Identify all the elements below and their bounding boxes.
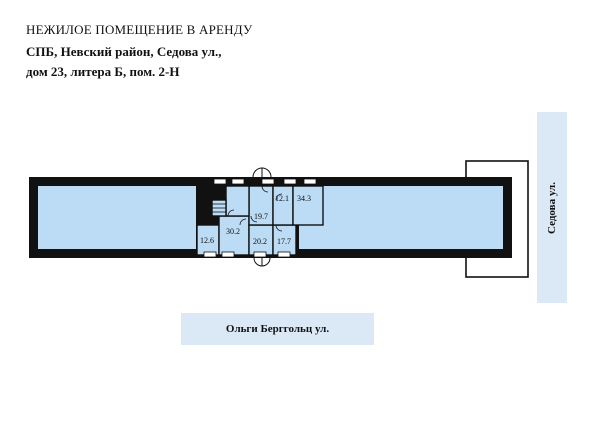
room-label-12-6: 12.6 (200, 236, 214, 245)
hall-left (38, 186, 196, 249)
room-label-17-7: 17.7 (277, 237, 291, 246)
central-rooms (196, 185, 324, 256)
street-label-sedova: Седова ул. (537, 112, 567, 303)
windows-bottom (203, 251, 291, 258)
room-30-2 (218, 215, 250, 256)
hall-right (299, 186, 503, 249)
room-label-12-1: 12.1 (275, 194, 289, 203)
address-line-2: дом 23, литера Б, пом. 2-Н (26, 64, 180, 79)
room-12-1 (272, 185, 294, 226)
door-bottom (253, 257, 271, 267)
street-name-bottom: Ольги Берггольц ул. (225, 323, 330, 335)
room-label-19-7: 19.7 (254, 212, 268, 221)
page-title: НЕЖИЛОЕ ПОМЕЩЕНИЕ В АРЕНДУ (26, 22, 253, 37)
street-label-olgi-berggolts: Ольги Берггольц ул. (181, 313, 374, 345)
stair-lines (212, 203, 226, 213)
door-top (252, 167, 272, 178)
room-label-20-2: 20.2 (253, 237, 267, 246)
street-name-right: Седова ул. (546, 181, 558, 234)
address-line-1: СПБ, Невский район, Седова ул., (26, 44, 222, 59)
room-label-30-2: 30.2 (226, 227, 240, 236)
room-label-34-3: 34.3 (297, 194, 311, 203)
room-34-3 (292, 185, 324, 226)
windows-top (213, 178, 317, 185)
door-arcs (227, 185, 283, 232)
